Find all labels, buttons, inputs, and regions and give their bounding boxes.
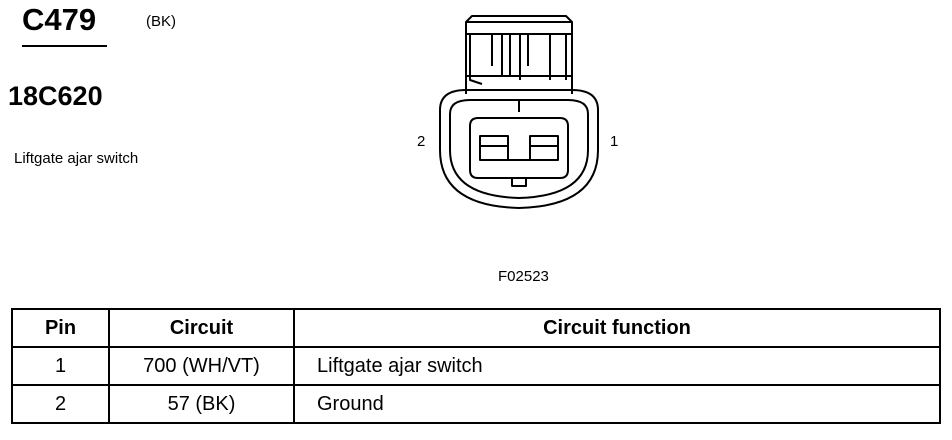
connector-description: Liftgate ajar switch (14, 150, 139, 167)
connector-id-underline (22, 45, 107, 47)
connector-color: (BK) (146, 13, 176, 30)
cell-pin: 1 (11, 346, 110, 386)
figure-code: F02523 (498, 268, 549, 285)
polarization-key (511, 178, 527, 187)
header-circuit: Circuit (108, 308, 295, 348)
header-pin: Pin (11, 308, 110, 348)
table-header-row: Pin Circuit Circuit function (11, 308, 941, 348)
terminal-cavity (469, 117, 569, 179)
terminal-pin-1 (529, 135, 559, 161)
pinout-table: Pin Circuit Circuit function 1 700 (WH/V… (11, 308, 941, 424)
cell-function: Liftgate ajar switch (293, 346, 941, 386)
cell-circuit: 57 (BK) (108, 384, 295, 424)
pin-label-2: 2 (417, 133, 426, 150)
cell-pin: 2 (11, 384, 110, 424)
header-circuit-function: Circuit function (293, 308, 941, 348)
terminal-pin-2 (479, 135, 509, 161)
connector-id: C479 (22, 2, 97, 37)
connector-body-outer (439, 89, 599, 209)
table-row: 2 57 (BK) Ground (11, 384, 941, 424)
part-number: 18C620 (8, 81, 103, 111)
connector-body-inner (449, 99, 589, 199)
cell-circuit: 700 (WH/VT) (108, 346, 295, 386)
connector-diagram (439, 15, 599, 209)
cell-function: Ground (293, 384, 941, 424)
pin-label-1: 1 (610, 133, 619, 150)
table-row: 1 700 (WH/VT) Liftgate ajar switch (11, 346, 941, 386)
